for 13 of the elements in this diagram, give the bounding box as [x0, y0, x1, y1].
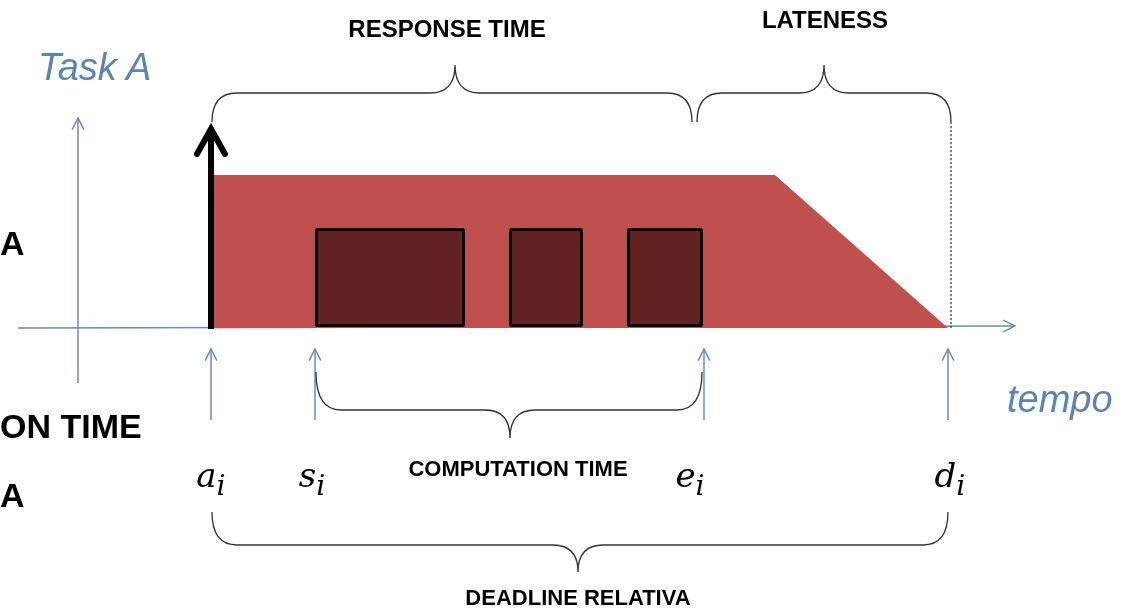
- side-text: A: [0, 226, 25, 260]
- brace-label: LATENESS: [761, 8, 889, 32]
- brace-label: DEADLINE RELATIVA: [465, 587, 691, 609]
- axis-label: tempo: [1007, 380, 1113, 418]
- brace-label: COMPUTATION TIME: [408, 458, 628, 480]
- side-text: ON TIME: [0, 409, 142, 443]
- time-symbol: d$_{i}$: [934, 458, 966, 501]
- time-symbol: e$_{i}$: [675, 458, 705, 501]
- time-symbol: a$_{i}$: [196, 458, 226, 501]
- side-text: A: [0, 478, 25, 512]
- task-title: Task A: [38, 48, 152, 86]
- brace-label: RESPONSE TIME: [348, 17, 546, 41]
- time-symbol: s$_{i}$: [298, 458, 326, 501]
